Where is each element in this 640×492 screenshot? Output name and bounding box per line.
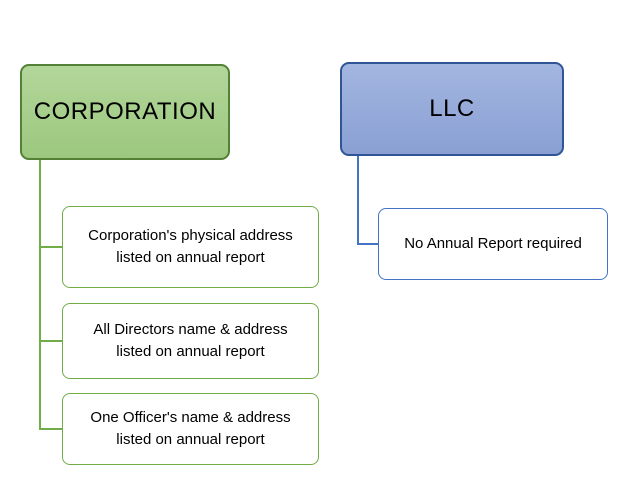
corporation-connector-vertical xyxy=(39,160,41,430)
corporation-child-label-1: Corporation's physical address listed on… xyxy=(88,227,293,266)
llc-child-label-1: No Annual Report required xyxy=(404,235,582,253)
corporation-connector-branch-1 xyxy=(39,246,63,248)
llc-connector-branch-1 xyxy=(357,243,379,245)
corporation-label: CORPORATION xyxy=(33,98,217,125)
llc-label: LLC xyxy=(429,95,475,122)
llc-node: LLC xyxy=(340,62,564,156)
corporation-child-node-2: All Directors name & address listed on a… xyxy=(62,303,319,379)
corporation-child-label-2: All Directors name & address listed on a… xyxy=(93,321,288,360)
llc-child-node-1: No Annual Report required xyxy=(378,208,608,280)
corporation-connector-branch-3 xyxy=(39,428,63,430)
corporation-child-node-1: Corporation's physical address listed on… xyxy=(62,206,319,288)
llc-connector-vertical xyxy=(357,156,359,245)
corporation-node: CORPORATION xyxy=(20,64,230,160)
corporation-connector-branch-2 xyxy=(39,340,63,342)
corporation-child-node-3: One Officer's name & address listed on a… xyxy=(62,393,319,465)
corporation-child-label-3: One Officer's name & address listed on a… xyxy=(90,409,291,448)
